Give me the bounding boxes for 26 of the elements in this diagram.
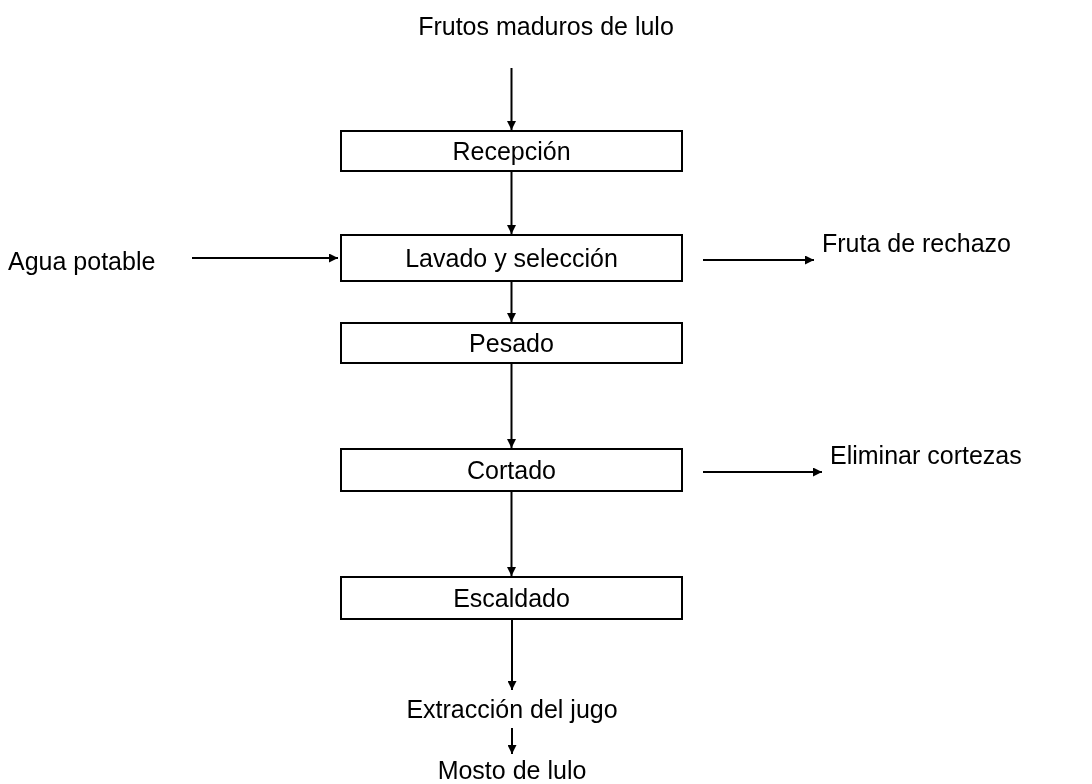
step-label: Cortado xyxy=(467,455,556,485)
step-label: Escaldado xyxy=(453,583,570,613)
arrow xyxy=(191,253,339,263)
flow-text: Fruta de rechazo xyxy=(822,228,1011,258)
flow-text: Frutos maduros de lulo xyxy=(418,11,674,41)
process-box xyxy=(340,576,683,620)
arrow xyxy=(507,727,517,755)
process-box xyxy=(340,234,683,282)
arrow xyxy=(507,491,516,577)
step-label: Recepción xyxy=(452,136,571,166)
flow-text: Extracción del jugo xyxy=(406,694,618,724)
arrow xyxy=(507,363,516,449)
arrow xyxy=(507,281,516,323)
flow-text: Eliminar cortezas xyxy=(830,440,1022,470)
arrow xyxy=(507,171,516,235)
arrow xyxy=(507,67,516,131)
flow-text: Mosto de lulo xyxy=(437,755,587,784)
step-label: Lavado y selección xyxy=(405,243,618,273)
arrow xyxy=(702,255,815,265)
arrow xyxy=(507,619,517,691)
flow-text: Agua potable xyxy=(8,246,156,276)
process-box xyxy=(340,130,683,172)
process-box xyxy=(340,322,683,364)
arrow xyxy=(702,467,823,477)
process-box xyxy=(340,448,683,492)
step-label: Pesado xyxy=(469,328,554,358)
